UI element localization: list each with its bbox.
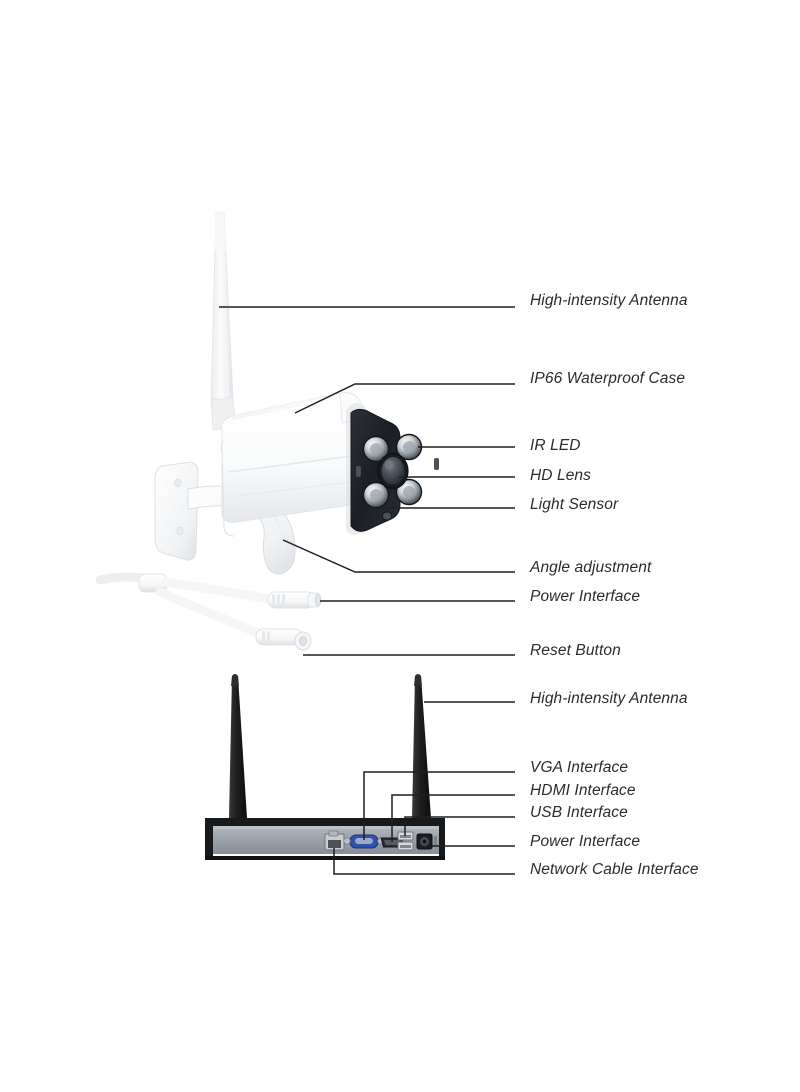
ir-led-array	[362, 433, 423, 509]
camera-faceplate	[346, 403, 439, 536]
leader-angle-adjustment	[282, 539, 515, 573]
reset-button-connector	[255, 628, 312, 651]
hd-lens	[377, 452, 409, 490]
label-power-interface-nvr: Power Interface	[530, 833, 641, 850]
camera-wall-mount	[154, 461, 199, 561]
light-sensor	[381, 511, 393, 521]
label-vga-interface: VGA Interface	[530, 759, 629, 776]
nvr-antenna-left	[229, 674, 247, 818]
power-interface-connector	[267, 591, 322, 609]
faceplate-screw-right	[434, 458, 439, 470]
camera-cables	[95, 572, 322, 651]
label-ip66-waterproof-case: IP66 Waterproof Case	[530, 370, 686, 387]
camera-antenna-icon	[210, 211, 237, 431]
leader-ip66-waterproof-case	[294, 383, 515, 414]
camera-illustration	[95, 211, 439, 651]
label-reset-button: Reset Button	[530, 642, 621, 659]
label-ir-led: IR LED	[530, 437, 581, 454]
nvr-chassis	[205, 818, 445, 860]
label-power-interface-camera: Power Interface	[530, 588, 641, 605]
leader-network-cable-interface	[333, 848, 515, 875]
label-high-intensity-antenna-camera: High-intensity Antenna	[530, 292, 688, 309]
leader-vga-interface	[363, 771, 515, 840]
label-angle-adjustment: Angle adjustment	[530, 559, 652, 576]
label-high-intensity-antenna-nvr: High-intensity Antenna	[530, 690, 688, 707]
faceplate-screw-left	[356, 466, 361, 477]
label-network-cable-interface: Network Cable Interface	[530, 861, 699, 878]
leader-usb-interface	[404, 816, 515, 836]
label-hdmi-interface: HDMI Interface	[530, 782, 636, 799]
camera-body	[220, 392, 367, 537]
label-usb-interface: USB Interface	[530, 804, 628, 821]
dc-power-jack	[416, 833, 433, 850]
label-light-sensor: Light Sensor	[530, 496, 619, 513]
rj45-network-port	[324, 830, 345, 851]
nvr-antenna-right	[412, 674, 431, 818]
leader-hdmi-interface	[391, 794, 515, 842]
label-hd-lens: HD Lens	[530, 467, 592, 484]
leader-lines	[219, 306, 515, 875]
nvr-illustration	[205, 674, 445, 860]
nvr-vent-slot	[434, 836, 437, 846]
